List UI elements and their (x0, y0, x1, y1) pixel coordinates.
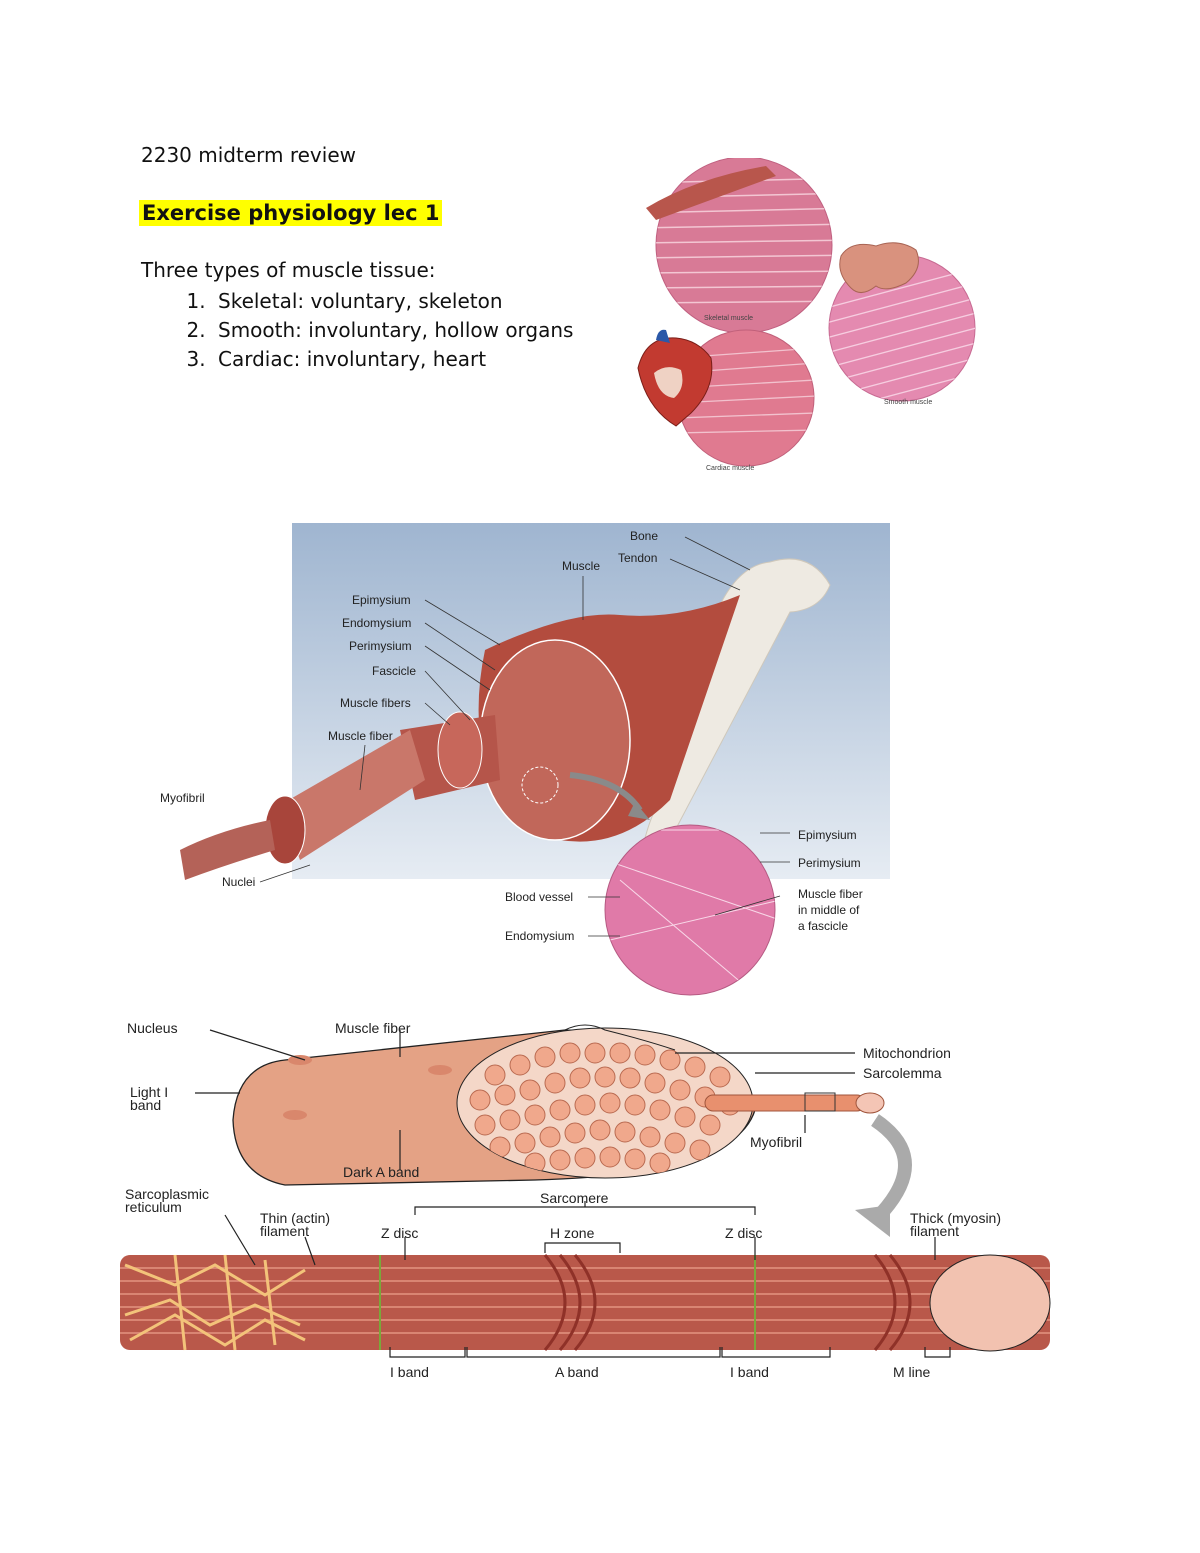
label-sr-1: Sarcoplasmic (125, 1186, 209, 1202)
label-perimysium: Perimysium (349, 639, 412, 653)
label-inset-perimysium: Perimysium (798, 856, 861, 870)
label-m-line: M line (893, 1364, 931, 1380)
nucleus (428, 1065, 452, 1075)
bone (644, 558, 831, 846)
myofibril-pulled-out (704, 1092, 885, 1114)
label-mitochondrion: Mitochondrion (863, 1045, 951, 1061)
heart-drawing (637, 329, 713, 427)
smooth-label: Smooth muscle (884, 399, 932, 406)
label-endomysium: Endomysium (342, 616, 411, 630)
label-fiber-middle-2: in middle of (798, 903, 860, 917)
label-myofibril: Myofibril (750, 1134, 802, 1150)
list-item: Skeletal: voluntary, skeleton (212, 287, 573, 316)
label-sarcomere: Sarcomere (540, 1190, 609, 1206)
label-muscle: Muscle (562, 559, 600, 573)
list-item: Smooth: involuntary, hollow organs (212, 316, 573, 345)
sarcomere-bar (120, 1254, 1051, 1352)
label-sarcolemma: Sarcolemma (863, 1065, 942, 1081)
label-z-disc-right: Z disc (725, 1225, 762, 1241)
label-fiber-middle-1: Muscle fiber (798, 887, 863, 901)
label-blood-vessel: Blood vessel (505, 890, 573, 904)
label-bone: Bone (630, 529, 658, 543)
sarcomere-figure: Nucleus Muscle fiber Mitochondrion Sarco… (120, 1020, 1051, 1380)
label-h-zone: H zone (550, 1225, 595, 1241)
label-fascicle: Fascicle (372, 664, 416, 678)
skeletal-label: Skeletal muscle (704, 315, 753, 322)
myofibril (180, 820, 275, 880)
label-nuclei: Nuclei (222, 875, 255, 889)
label-i-band-right: I band (730, 1364, 769, 1380)
label-light-band-2: band (130, 1097, 161, 1113)
sarcoplasmic-reticulum-web (124, 1254, 306, 1351)
label-fiber-middle-3: a fascicle (798, 919, 848, 933)
arrow-head (628, 802, 650, 820)
label-tendon: Tendon (618, 551, 657, 565)
label-nucleus: Nucleus (127, 1020, 178, 1036)
fascicle-highlight (521, 766, 559, 804)
label-sr-2: reticulum (125, 1199, 182, 1215)
label-muscle-fibers: Muscle fibers (340, 696, 411, 710)
inset-micrograph (604, 824, 776, 996)
muscle-cross-section (479, 639, 631, 841)
label-thin-2: filament (260, 1223, 309, 1239)
intro-text: Three types of muscle tissue: (141, 258, 436, 282)
intestine-drawing (839, 242, 919, 293)
nucleus (283, 1110, 307, 1120)
label-inset-epimysium: Epimysium (798, 828, 857, 842)
bracket-lines (195, 1029, 951, 1358)
label-muscle-fiber: Muscle fiber (328, 729, 393, 743)
label-z-disc-left: Z disc (381, 1225, 418, 1241)
list-item: Cardiac: involuntary, heart (212, 345, 573, 374)
muscle-structure-figure: Bone Tendon Muscle Epimysium Endomysium … (160, 523, 890, 996)
label-inset-endomysium: Endomysium (505, 929, 574, 943)
section-heading: Exercise physiology lec 1 (139, 200, 443, 226)
label-thin-1: Thin (actin) (260, 1210, 330, 1226)
sarcolemma-flap (564, 1024, 676, 1051)
document-title: 2230 midterm review (141, 143, 356, 167)
label-epimysium: Epimysium (352, 593, 411, 607)
muscle-types-list: Skeletal: voluntary, skeleton Smooth: in… (172, 287, 573, 374)
label-muscle-fiber: Muscle fiber (335, 1020, 411, 1036)
label-light-band-1: Light I (130, 1084, 168, 1100)
leader-lines (259, 536, 790, 937)
arrow-head (855, 1205, 890, 1237)
label-thick-2: filament (910, 1223, 959, 1239)
label-thick-1: Thick (myosin) (910, 1210, 1001, 1226)
muscle-types-figure: Skeletal muscle Smooth muscle Cardiac mu… (637, 158, 976, 472)
label-myofibril: Myofibril (160, 791, 205, 805)
label-i-band-left: I band (390, 1364, 429, 1380)
skeletal-muscle-drawing (646, 166, 776, 220)
label-dark-band: Dark A band (343, 1164, 419, 1180)
fascicle-cross-section (437, 711, 483, 789)
muscle-fiber (280, 730, 425, 860)
nucleus (288, 1055, 312, 1065)
label-a-band: A band (555, 1364, 599, 1380)
cardiac-label: Cardiac muscle (706, 465, 754, 472)
